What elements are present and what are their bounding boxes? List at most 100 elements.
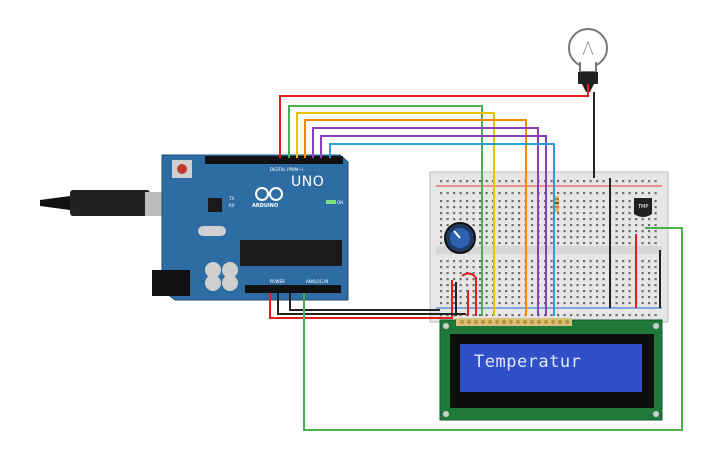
- arduino-board[interactable]: [152, 154, 349, 301]
- breadboard-hole: [557, 224, 560, 227]
- breadboard-hole: [622, 206, 625, 209]
- breadboard-hole: [563, 296, 566, 299]
- breadboard-hole: [596, 296, 599, 299]
- breadboard-hole: [615, 218, 618, 221]
- breadboard-hole: [466, 260, 469, 263]
- breadboard-hole: [628, 266, 631, 269]
- breadboard-hole: [511, 284, 514, 287]
- breadboard-hole: [505, 200, 508, 203]
- breadboard-hole: [628, 314, 631, 317]
- breadboard-hole: [615, 272, 618, 275]
- breadboard-hole: [511, 314, 514, 317]
- breadboard-hole: [453, 260, 456, 263]
- breadboard-hole: [589, 180, 592, 183]
- breadboard-hole: [518, 180, 521, 183]
- breadboard-hole: [453, 200, 456, 203]
- breadboard-hole: [557, 236, 560, 239]
- breadboard-hole: [563, 200, 566, 203]
- breadboard-hole: [576, 260, 579, 263]
- breadboard-hole: [440, 180, 443, 183]
- breadboard-hole: [446, 192, 449, 195]
- breadboard-hole: [557, 278, 560, 281]
- breadboard-hole: [576, 284, 579, 287]
- breadboard-hole: [628, 180, 631, 183]
- breadboard-hole: [550, 284, 553, 287]
- breadboard-hole: [576, 242, 579, 245]
- breadboard-hole: [563, 284, 566, 287]
- breadboard-hole: [628, 236, 631, 239]
- breadboard-hole: [479, 272, 482, 275]
- breadboard-hole: [485, 260, 488, 263]
- breadboard-hole: [466, 266, 469, 269]
- breadboard-hole: [589, 272, 592, 275]
- breadboard-hole: [589, 296, 592, 299]
- breadboard-hole: [498, 230, 501, 233]
- temperature-sensor[interactable]: [634, 198, 652, 217]
- breadboard-hole: [472, 290, 475, 293]
- breadboard-hole: [576, 266, 579, 269]
- breadboard-hole: [622, 230, 625, 233]
- breadboard-hole: [440, 242, 443, 245]
- potentiometer[interactable]: [444, 222, 476, 254]
- breadboard-hole: [505, 314, 508, 317]
- breadboard-hole: [446, 180, 449, 183]
- breadboard-hole: [498, 200, 501, 203]
- breadboard-hole: [485, 296, 488, 299]
- breadboard-hole: [505, 212, 508, 215]
- breadboard-hole: [648, 224, 651, 227]
- breadboard-hole: [570, 296, 573, 299]
- light-bulb-icon[interactable]: [568, 28, 608, 92]
- breadboard-hole: [557, 212, 560, 215]
- breadboard-hole: [602, 284, 605, 287]
- breadboard-hole: [550, 296, 553, 299]
- breadboard-hole: [589, 218, 592, 221]
- breadboard-hole: [602, 192, 605, 195]
- breadboard-hole: [654, 296, 657, 299]
- breadboard-hole: [589, 314, 592, 317]
- breadboard-hole: [453, 180, 456, 183]
- breadboard-hole: [641, 230, 644, 233]
- breadboard-hole: [583, 212, 586, 215]
- breadboard-hole: [440, 302, 443, 305]
- breadboard-hole: [654, 224, 657, 227]
- breadboard-hole: [615, 290, 618, 293]
- breadboard-hole: [641, 302, 644, 305]
- breadboard-hole: [511, 290, 514, 293]
- breadboard-hole: [518, 302, 521, 305]
- breadboard-hole: [518, 266, 521, 269]
- breadboard-hole: [635, 180, 638, 183]
- breadboard-hole: [615, 266, 618, 269]
- breadboard-hole: [602, 200, 605, 203]
- breadboard-hole: [518, 290, 521, 293]
- breadboard-hole: [654, 180, 657, 183]
- breadboard-hole: [589, 260, 592, 263]
- lcd-display[interactable]: [439, 318, 663, 421]
- breadboard-hole: [648, 290, 651, 293]
- breadboard-hole: [485, 236, 488, 239]
- breadboard-hole: [557, 266, 560, 269]
- breadboard-hole: [453, 290, 456, 293]
- breadboard-hole: [498, 206, 501, 209]
- lcd-pin: [550, 319, 556, 325]
- breadboard-hole: [505, 206, 508, 209]
- breadboard-hole: [570, 230, 573, 233]
- breadboard-hole: [648, 230, 651, 233]
- breadboard-hole: [459, 314, 462, 317]
- breadboard-hole: [615, 242, 618, 245]
- breadboard-hole: [440, 206, 443, 209]
- breadboard-hole: [498, 236, 501, 239]
- breadboard-hole: [440, 236, 443, 239]
- breadboard-hole: [628, 296, 631, 299]
- breadboard-hole: [531, 284, 534, 287]
- breadboard-hole: [589, 242, 592, 245]
- breadboard-hole: [596, 314, 599, 317]
- breadboard-hole: [466, 200, 469, 203]
- breadboard-hole: [531, 206, 534, 209]
- breadboard-hole: [479, 236, 482, 239]
- breadboard-hole: [505, 260, 508, 263]
- breadboard-hole: [485, 314, 488, 317]
- breadboard-hole: [453, 302, 456, 305]
- breadboard-hole: [654, 242, 657, 245]
- breadboard-hole: [602, 212, 605, 215]
- breadboard-hole: [570, 224, 573, 227]
